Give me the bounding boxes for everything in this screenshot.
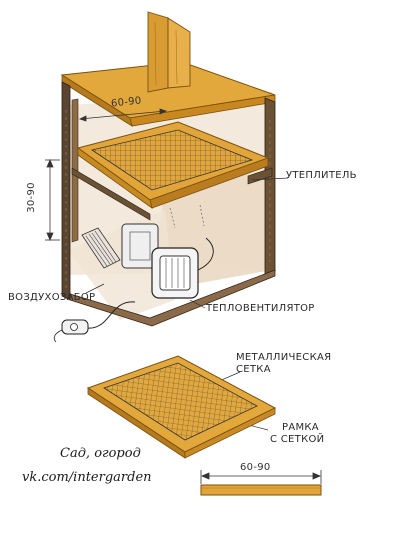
thermostat-plug (53, 301, 136, 343)
shelf-mesh-frame (71, 121, 273, 221)
top-board (60, 61, 276, 127)
air-intake-grill (81, 227, 121, 269)
separate-mesh-frame (86, 355, 277, 459)
label-fan-heater: ТЕПЛОВЕНТИЛЯТОР (206, 303, 315, 314)
signature-line-2: vk.com/intergarden (22, 470, 152, 485)
label-frame-mesh-2: С СЕТКОЙ (270, 434, 325, 445)
side-posts (61, 81, 276, 327)
dimension-frame-arrow (200, 470, 322, 484)
fan-heater (151, 237, 214, 299)
label-metal-mesh-1: МЕТАЛЛИЧЕСКАЯ (236, 352, 332, 363)
dim-frame-width: 60-90 (240, 462, 271, 473)
frame-side-bar (200, 484, 322, 496)
signature-line-1: Сад, огород (60, 446, 141, 461)
label-air-intake: ВОЗДУХОЗАБОР (8, 292, 96, 303)
dim-height: 30-90 (25, 182, 37, 213)
label-frame-mesh-1: РАМКА (282, 422, 319, 433)
rear-heater (121, 223, 159, 269)
label-insulation: УТЕПЛИТЕЛЬ (286, 170, 357, 181)
dimension-height-arrow (45, 158, 60, 242)
dimension-top-arrow (78, 108, 168, 122)
guide-lines (169, 204, 205, 229)
label-metal-mesh-2: СЕТКА (236, 364, 271, 375)
vent-board (147, 11, 191, 93)
